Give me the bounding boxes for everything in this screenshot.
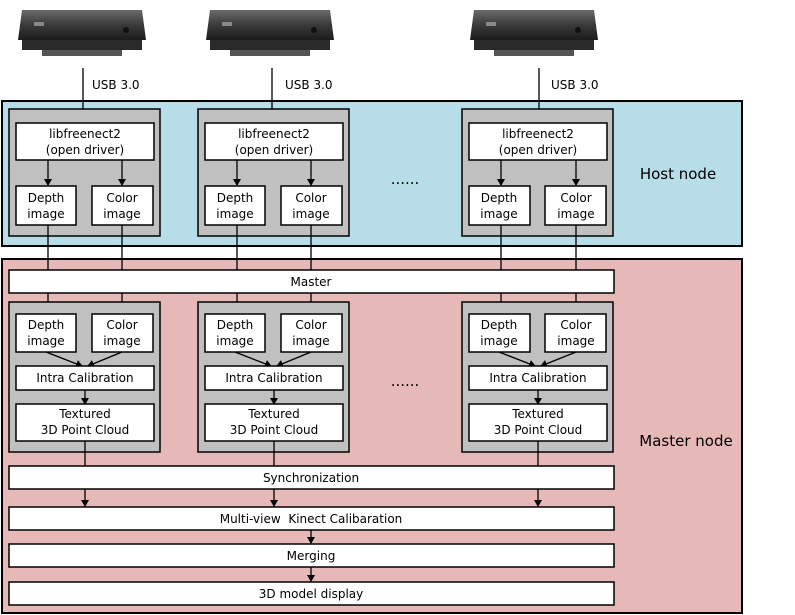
svg-text:Depth: Depth (28, 191, 65, 205)
svg-text:image: image (557, 207, 594, 221)
textured-point-cloud-box (15, 403, 155, 442)
synchronization-box (8, 465, 615, 490)
depth-image-box (468, 185, 531, 226)
depth-image-box (15, 313, 77, 353)
svg-text:Depth: Depth (481, 318, 518, 332)
svg-text:Color: Color (295, 318, 326, 332)
intra-calibration-box (15, 365, 155, 391)
driver-label-line2: (open driver) (46, 143, 124, 157)
svg-text:libfreenect2: libfreenect2 (238, 127, 310, 141)
svg-text:Depth: Depth (217, 191, 254, 205)
multiview-calibration-label: Multi-view Kinect Calibaration (220, 512, 403, 526)
svg-text:Intra Calibration: Intra Calibration (489, 371, 586, 385)
svg-text:3D Point Cloud: 3D Point Cloud (41, 423, 130, 437)
host-node-label: Host node (640, 165, 716, 183)
master-ellipsis: ...... (391, 372, 420, 390)
svg-text:image: image (216, 207, 253, 221)
textured-point-cloud-box (204, 403, 344, 442)
svg-text:(open driver): (open driver) (235, 143, 313, 157)
svg-text:libfreenect2: libfreenect2 (502, 127, 574, 141)
svg-text:Depth: Depth (481, 191, 518, 205)
svg-text:3D Point Cloud: 3D Point Cloud (230, 423, 319, 437)
color-image-box (280, 313, 343, 353)
svg-text:image: image (103, 207, 140, 221)
svg-text:Textured: Textured (247, 407, 300, 421)
svg-text:Color: Color (106, 191, 137, 205)
usb-label: USB 3.0 (551, 78, 599, 92)
model-display-label: 3D model display (259, 587, 363, 601)
intra-calibration-box (204, 365, 344, 391)
svg-text:Depth: Depth (28, 318, 65, 332)
svg-text:Textured: Textured (511, 407, 564, 421)
depth-image-box (15, 185, 77, 226)
svg-text:image: image (480, 334, 517, 348)
svg-text:Intra Calibration: Intra Calibration (225, 371, 322, 385)
kinect-sensor-icon (206, 10, 334, 56)
usb-label: USB 3.0 (92, 78, 140, 92)
kinect-sensor-icon (470, 10, 598, 56)
svg-text:Color: Color (295, 191, 326, 205)
driver-box (204, 122, 344, 161)
color-image-box (544, 185, 607, 226)
svg-text:3D Point Cloud: 3D Point Cloud (494, 423, 583, 437)
depth-image-box (204, 185, 266, 226)
svg-text:image: image (103, 334, 140, 348)
svg-text:image: image (216, 334, 253, 348)
color-image-box (91, 185, 154, 226)
master-bar-label: Master (291, 275, 332, 289)
synchronization-label: Synchronization (263, 471, 359, 485)
svg-text:Color: Color (106, 318, 137, 332)
usb-label: USB 3.0 (285, 78, 333, 92)
svg-text:image: image (557, 334, 594, 348)
host-ellipsis: ...... (391, 170, 420, 188)
master-module: Depth image Color image Intra Calibratio… (461, 293, 614, 453)
color-image-box (544, 313, 607, 353)
driver-box (468, 122, 608, 161)
host-module: libfreenect2 (open driver) Depth image C… (461, 108, 614, 237)
svg-text:Intra Calibration: Intra Calibration (36, 371, 133, 385)
svg-text:image: image (27, 207, 64, 221)
master-module: Depth image Color image Intra Calibratio… (8, 293, 161, 453)
color-image-box (91, 313, 154, 353)
model-display-box (8, 581, 615, 606)
driver-box (15, 122, 155, 161)
host-module: libfreenect2 (open driver) Depth image C… (197, 108, 350, 237)
svg-text:Color: Color (560, 191, 591, 205)
master-node-label: Master node (639, 432, 732, 450)
host-module: libfreenect2 (open driver) Depth image C… (8, 108, 161, 237)
svg-text:image: image (292, 334, 329, 348)
driver-label-line1: libfreenect2 (49, 127, 121, 141)
svg-text:image: image (292, 207, 329, 221)
master-module: Depth image Color image Intra Calibratio… (197, 293, 350, 453)
merging-label: Merging (287, 549, 336, 563)
svg-text:Depth: Depth (217, 318, 254, 332)
kinect-sensor-icon (18, 10, 146, 56)
svg-text:image: image (27, 334, 64, 348)
svg-text:Textured: Textured (58, 407, 111, 421)
color-image-box (280, 185, 343, 226)
svg-text:(open driver): (open driver) (499, 143, 577, 157)
svg-text:image: image (480, 207, 517, 221)
svg-text:Color: Color (560, 318, 591, 332)
